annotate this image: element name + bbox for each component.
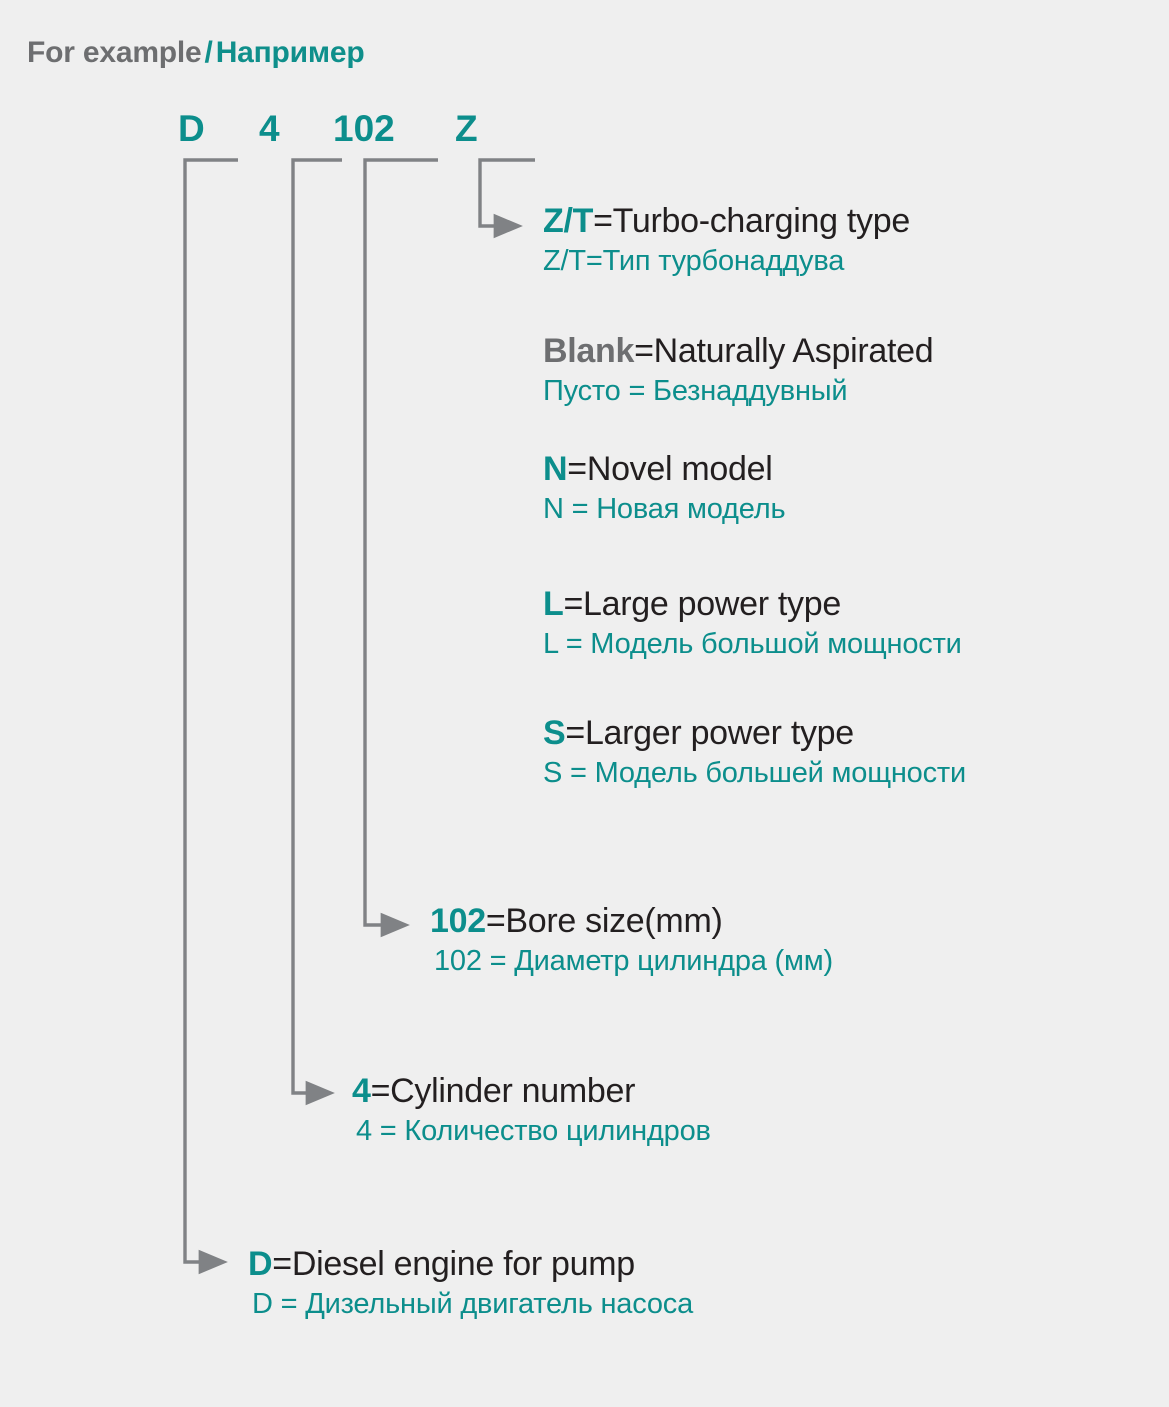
connector-branch-102 bbox=[363, 158, 438, 938]
legend-entry-s-english: S=Larger power type bbox=[543, 712, 966, 754]
legend-entry-cylinder-english: 4=Cylinder number bbox=[352, 1070, 711, 1112]
legend-desc-cylinder: =Cylinder number bbox=[370, 1072, 636, 1110]
legend-entry-bore-english: 102=Bore size(mm) bbox=[430, 900, 833, 942]
legend-desc-bore: =Bore size(mm) bbox=[485, 902, 723, 940]
legend-key-s: S bbox=[543, 714, 566, 752]
legend-key-n: N bbox=[543, 450, 568, 488]
model-code-row: D 4 102 Z bbox=[0, 107, 1169, 157]
legend-entry-zt-russian: Z/T=Тип турбонаддува bbox=[543, 245, 845, 277]
legend-desc-diesel: =Diesel engine for pump bbox=[272, 1245, 635, 1283]
legend-entry-diesel-russian: D = Дизельный двигатель насоса bbox=[252, 1288, 694, 1320]
legend-desc-l: =Large power type bbox=[563, 585, 841, 623]
legend-entry-l-russian: L = Модель большой мощности bbox=[543, 628, 962, 660]
legend-entry-s: S=Larger power type S = Модель большей м… bbox=[543, 712, 966, 792]
legend-entry-bore: 102=Bore size(mm) 102 = Диаметр цилиндра… bbox=[430, 900, 833, 980]
legend-entry-blank-russian: Пусто = Безнаддувный bbox=[543, 375, 848, 407]
model-code-token-102: 102 bbox=[333, 108, 395, 149]
model-code-token-d: D bbox=[178, 108, 205, 149]
legend-entry-zt: Z/T=Turbo-charging type Z/T=Тип турбонад… bbox=[543, 200, 910, 280]
page-title-russian: Например bbox=[215, 36, 365, 69]
legend-entry-cylinder-russian: 4 = Количество цилиндров bbox=[356, 1115, 711, 1147]
connector-branch-d bbox=[183, 158, 238, 1275]
legend-key-blank: Blank bbox=[543, 332, 635, 370]
legend-entry-n-english: N=Novel model bbox=[543, 448, 785, 490]
connector-branch-4 bbox=[291, 158, 342, 1106]
legend-entry-bore-russian: 102 = Диаметр цилиндра (мм) bbox=[434, 945, 833, 977]
legend-entry-n-russian: N = Новая модель bbox=[543, 493, 786, 525]
connector-branch-z bbox=[478, 158, 535, 239]
legend-entry-n: N=Novel model N = Новая модель bbox=[543, 448, 786, 528]
legend-desc-zt: =Turbo-charging type bbox=[593, 202, 910, 240]
legend-entry-diesel-english: D=Diesel engine for pump bbox=[248, 1243, 693, 1285]
legend-desc-n: =Novel model bbox=[567, 450, 773, 488]
legend-key-l: L bbox=[543, 585, 564, 623]
legend-key-zt: Z/T bbox=[543, 202, 594, 240]
legend-key-cylinder: 4 bbox=[352, 1072, 371, 1110]
model-code-token-4: 4 bbox=[259, 108, 280, 149]
legend-entry-l-english: L=Large power type bbox=[543, 583, 962, 625]
legend-entry-cylinder: 4=Cylinder number 4 = Количество цилиндр… bbox=[352, 1070, 711, 1150]
page-title: For example/Например bbox=[27, 36, 365, 70]
legend-entry-diesel: D=Diesel engine for pump D = Дизельный д… bbox=[248, 1243, 693, 1323]
model-code-token-z: Z bbox=[455, 108, 478, 149]
legend-entry-l: L=Large power type L = Модель большой мо… bbox=[543, 583, 962, 663]
legend-entry-s-russian: S = Модель большей мощности bbox=[543, 757, 966, 789]
legend-desc-blank: =Naturally Aspirated bbox=[634, 332, 934, 370]
legend-entry-blank: Blank=Naturally Aspirated Пусто = Безнад… bbox=[543, 330, 934, 410]
legend-desc-s: =Larger power type bbox=[565, 714, 854, 752]
page-title-english: For example bbox=[27, 36, 202, 69]
legend-key-bore: 102 bbox=[430, 902, 486, 940]
legend-entry-blank-english: Blank=Naturally Aspirated bbox=[543, 330, 934, 372]
legend-entry-zt-english: Z/T=Turbo-charging type bbox=[543, 200, 910, 242]
legend-key-diesel: D bbox=[248, 1245, 273, 1283]
page-title-separator: / bbox=[204, 36, 213, 69]
